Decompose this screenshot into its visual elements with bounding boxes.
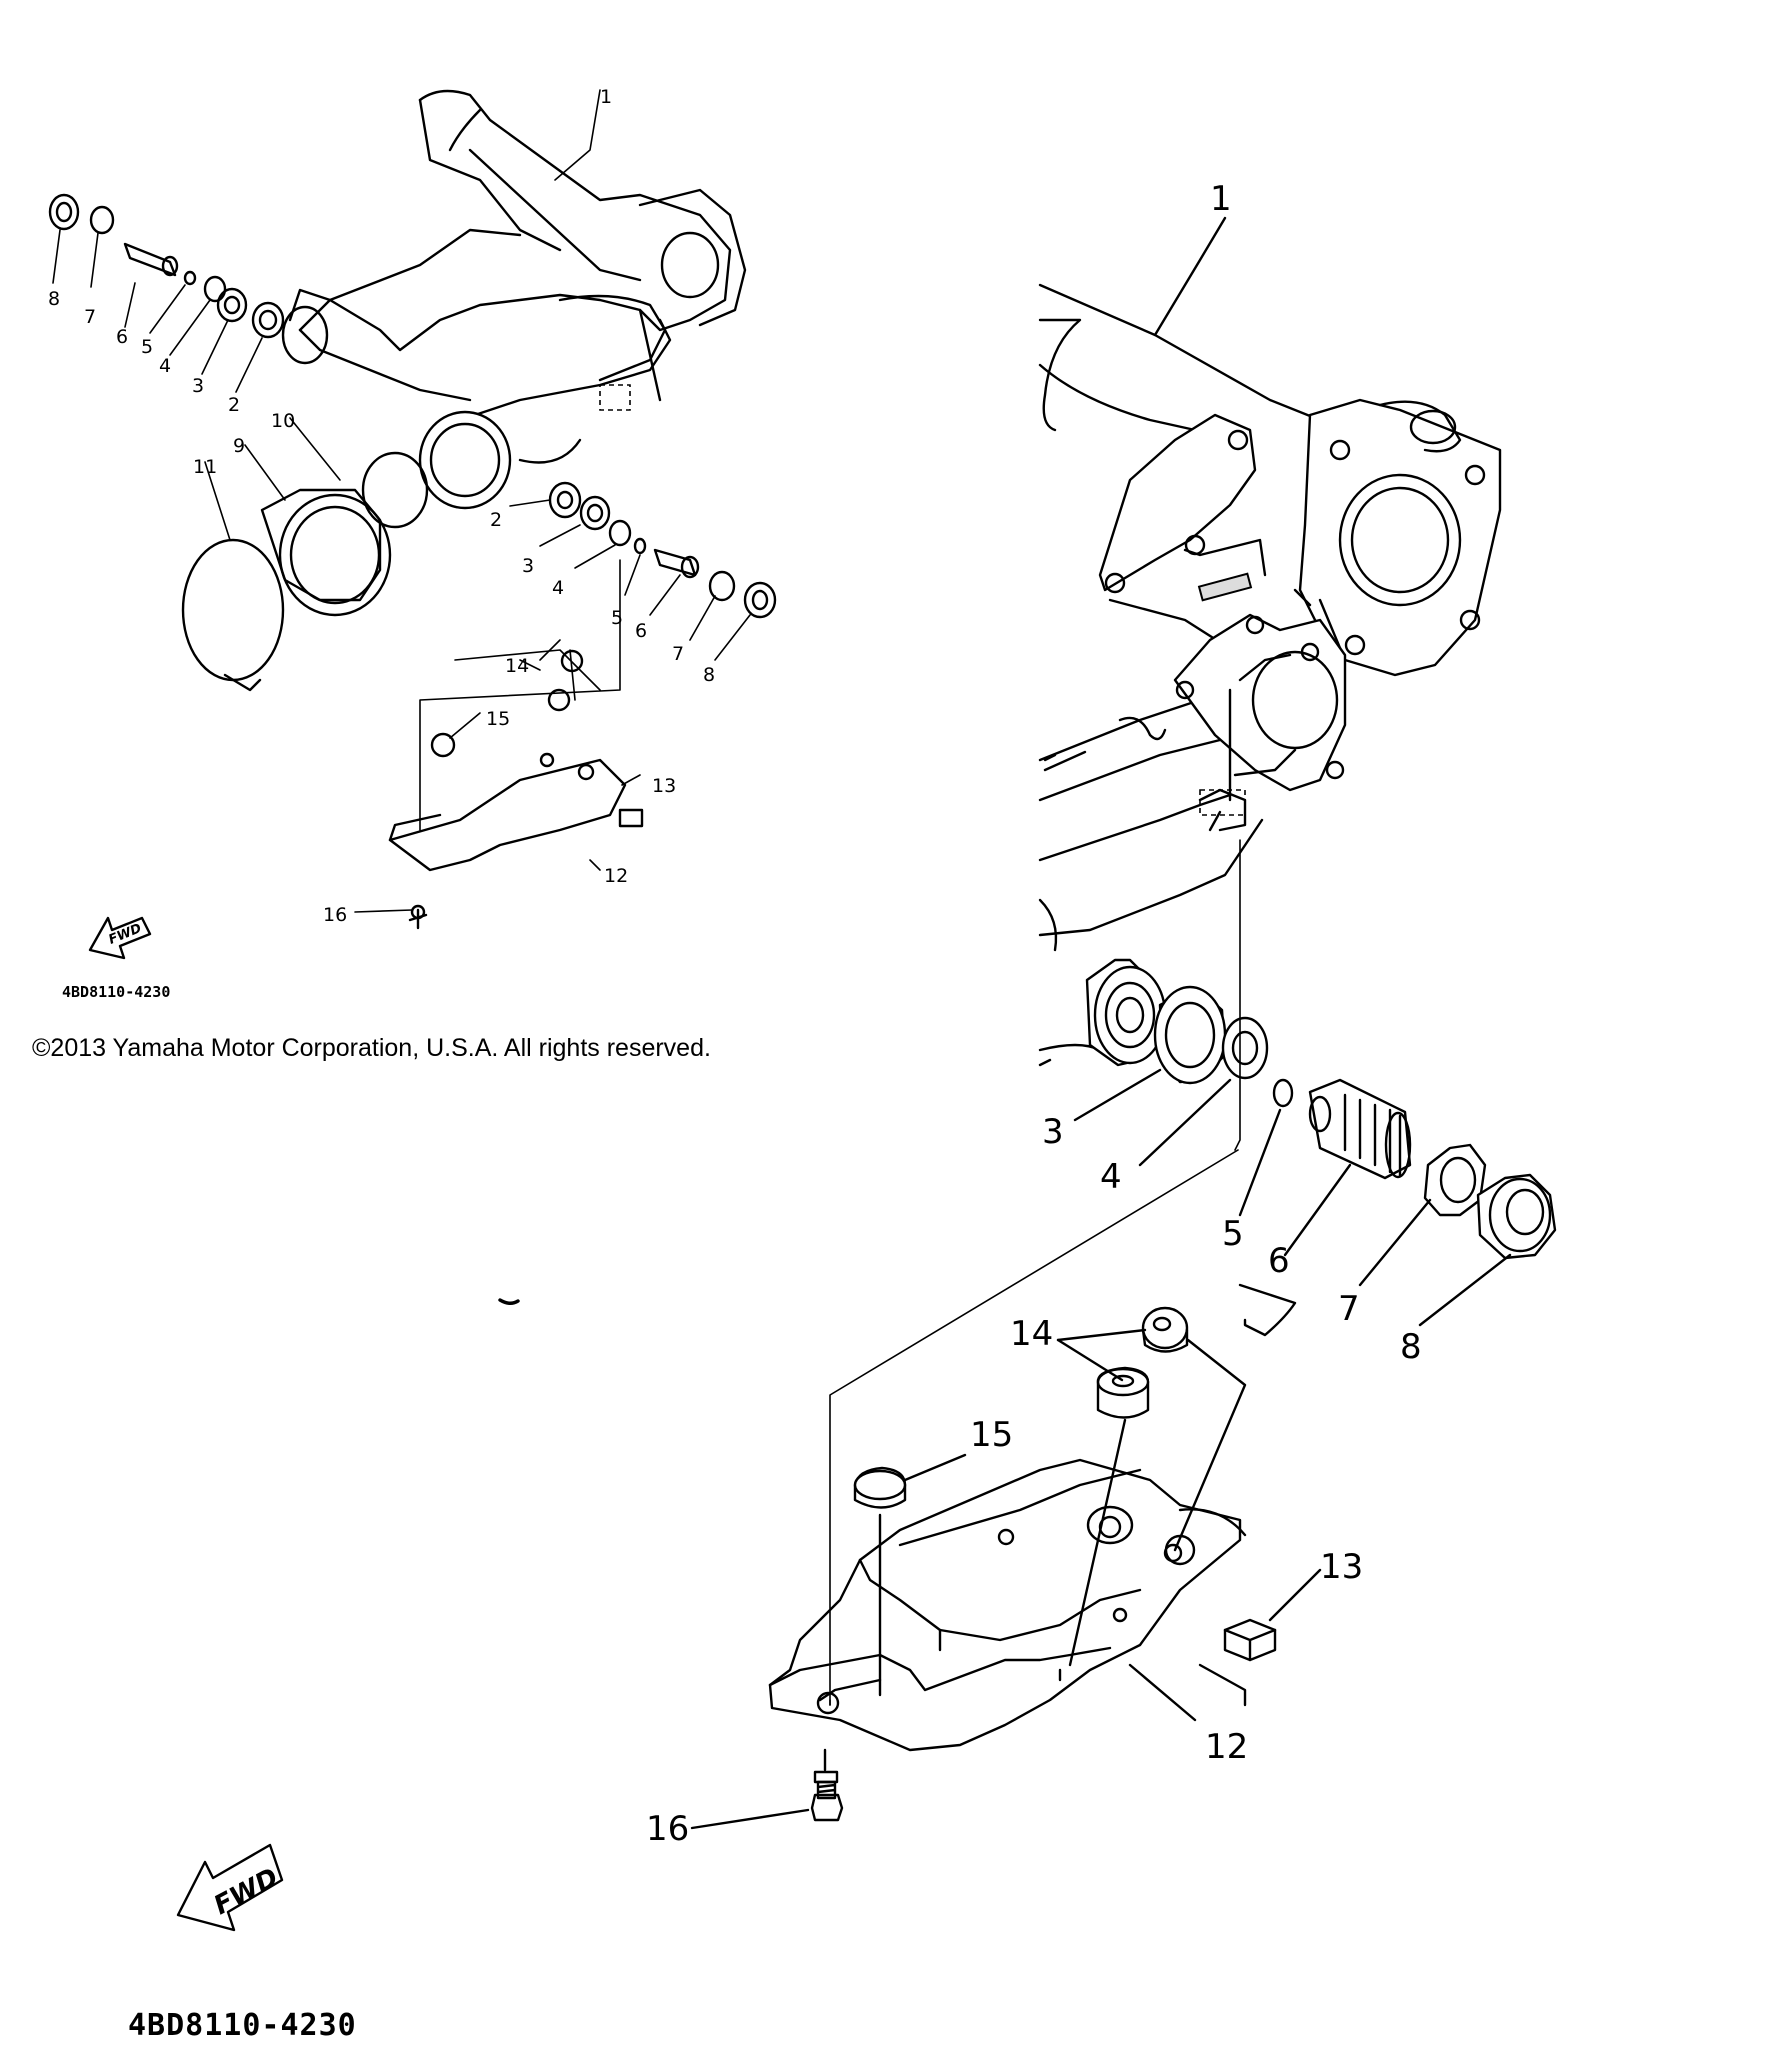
callout-small-5b: 5 — [611, 607, 623, 629]
callout-small-4b: 4 — [552, 577, 564, 599]
callout-small-9: 9 — [233, 435, 245, 457]
stray-mark — [498, 1298, 520, 1305]
copyright-notice: ©2013 Yamaha Motor Corporation, U.S.A. A… — [32, 1034, 711, 1062]
bearing-stack-left-small — [48, 193, 285, 339]
boot-and-clamps-small — [181, 451, 429, 692]
callout-small-4a: 4 — [159, 355, 171, 377]
guard-large — [768, 1306, 1277, 1822]
callout-small-8a: 8 — [48, 288, 60, 310]
callout-small-6b: 6 — [635, 620, 647, 642]
leaders-small — [52, 89, 751, 913]
callout-large-14: 14 — [1010, 1314, 1053, 1354]
callout-small-13: 13 — [652, 775, 676, 797]
bearing-stack-large — [1038, 958, 1557, 1260]
callout-small-2a: 2 — [228, 394, 240, 416]
callout-small-12: 12 — [604, 865, 628, 887]
callout-large-6: 6 — [1268, 1241, 1290, 1281]
callout-small-11: 11 — [193, 456, 217, 478]
callout-small-3b: 3 — [522, 555, 534, 577]
callout-small-8b: 8 — [703, 664, 715, 686]
callout-small-14: 14 — [505, 655, 529, 677]
leaders-large — [690, 216, 1512, 1830]
callouts-large: 1 3 4 5 6 7 8 14 15 13 12 16 — [646, 179, 1422, 1849]
guard-small — [388, 559, 644, 930]
callout-small-3a: 3 — [192, 375, 204, 397]
bearing-stack-right-small — [548, 481, 777, 619]
callout-large-1: 1 — [1210, 179, 1232, 219]
callout-small-16: 16 — [323, 904, 347, 926]
callouts-small: 1 8 7 6 5 4 3 2 10 9 11 2 3 4 5 6 7 8 14… — [48, 86, 715, 926]
callout-large-3: 3 — [1042, 1112, 1064, 1152]
callout-small-7b: 7 — [672, 643, 684, 665]
callout-large-13: 13 — [1320, 1547, 1363, 1587]
callout-small-1: 1 — [600, 86, 612, 108]
callout-small-2b: 2 — [490, 509, 502, 531]
callout-large-5: 5 — [1222, 1214, 1244, 1254]
fwd-arrow-large: FWD — [176, 1843, 283, 1932]
callout-large-16: 16 — [646, 1809, 689, 1849]
callout-small-5a: 5 — [141, 336, 153, 358]
swingarm-large — [1038, 283, 1502, 952]
callout-small-10: 10 — [271, 410, 295, 432]
diagram-code-small: 4BD8110-4230 — [62, 983, 170, 1001]
callout-large-7: 7 — [1338, 1289, 1360, 1329]
diagram-code-large: 4BD8110-4230 — [128, 2008, 357, 2043]
callout-large-15: 15 — [970, 1415, 1013, 1455]
fwd-arrow-small: FWD — [88, 916, 152, 960]
callout-small-15: 15 — [486, 708, 510, 730]
callout-large-4: 4 — [1100, 1157, 1122, 1197]
detail-diagram: FWD 4BD8110-4230 — [128, 179, 1557, 2043]
swingarm-small — [281, 89, 747, 510]
callout-small-6a: 6 — [116, 326, 128, 348]
callout-large-12: 12 — [1205, 1727, 1248, 1767]
callout-large-8: 8 — [1400, 1327, 1422, 1367]
callout-small-7a: 7 — [84, 306, 96, 328]
overview-diagram: FWD 4BD8110-4230 — [48, 86, 777, 1001]
